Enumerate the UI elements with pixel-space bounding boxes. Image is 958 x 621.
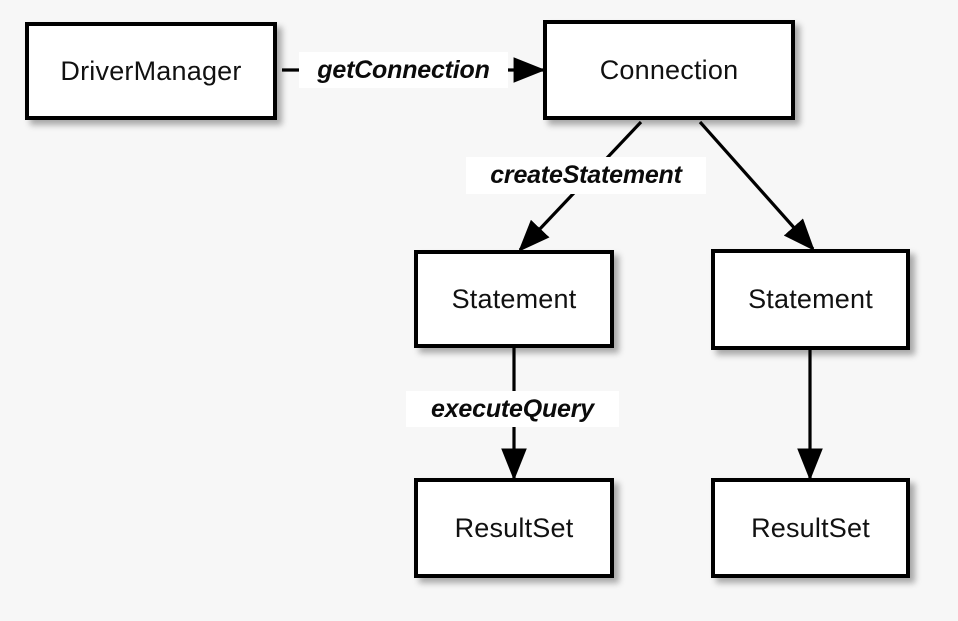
- node-connection[interactable]: Connection: [543, 20, 795, 120]
- node-resultset-1-label: ResultSet: [454, 512, 574, 543]
- node-drivermanager[interactable]: DriverManager: [25, 22, 277, 120]
- edge-label-getconnection: getConnection: [299, 52, 508, 88]
- edge-createstatement-2: [698, 120, 815, 251]
- node-statement-2[interactable]: Statement: [711, 249, 910, 350]
- node-resultset-2[interactable]: ResultSet: [711, 478, 910, 578]
- node-resultset-1[interactable]: ResultSet: [414, 478, 614, 578]
- node-connection-label: Connection: [599, 54, 739, 85]
- node-statement-1[interactable]: Statement: [414, 250, 614, 348]
- edge-label-executequery: executeQuery: [406, 391, 619, 427]
- edge-label-createstatement: createStatement: [466, 157, 706, 194]
- node-drivermanager-label: DriverManager: [60, 55, 242, 86]
- node-resultset-2-label: ResultSet: [751, 512, 870, 543]
- node-statement-1-label: Statement: [451, 283, 577, 314]
- node-statement-2-label: Statement: [748, 284, 873, 314]
